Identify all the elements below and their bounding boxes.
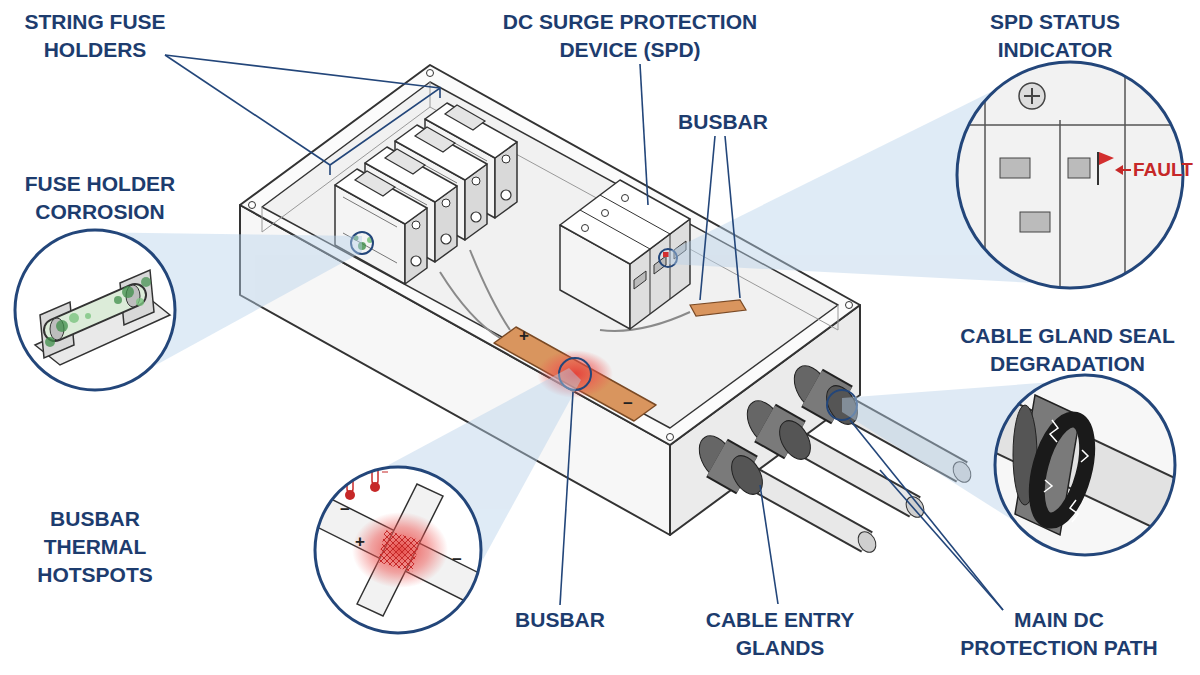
polarity-sign: − (447, 550, 467, 570)
status-text: FAULT (1133, 158, 1199, 182)
polarity-sign: + (350, 532, 370, 552)
fuse-corrosion-zoom (15, 230, 175, 390)
part-label: BUSBAR THERMAL HOTSPOTS (25, 505, 165, 589)
part-label: BUSBAR (668, 108, 778, 136)
part-label: STRING FUSE HOLDERS (10, 8, 180, 64)
polarity-sign: + (514, 326, 534, 346)
string-fuse-holders (335, 103, 517, 284)
leader-lines (165, 55, 1003, 610)
part-label: BUSBAR (505, 606, 615, 634)
part-label: MAIN DC PROTECTION PATH (953, 606, 1165, 662)
part-label: SPD STATUS INDICATOR (970, 8, 1140, 64)
enclosure (240, 65, 860, 535)
zoom-cones (76, 64, 1107, 609)
polarity-sign: − (335, 500, 355, 520)
polarity-sign: − (618, 394, 638, 414)
part-label: CABLE GLAND SEAL DEGRADATION (945, 322, 1190, 378)
part-label: CABLE ENTRY GLANDS (690, 606, 870, 662)
gland-seal-zoom (985, 370, 1190, 560)
part-label: FUSE HOLDER CORROSION (5, 170, 195, 226)
busbar-hotspot-zoom (311, 462, 485, 633)
part-label: DC SURGE PROTECTION DEVICE (SPD) (490, 8, 770, 64)
